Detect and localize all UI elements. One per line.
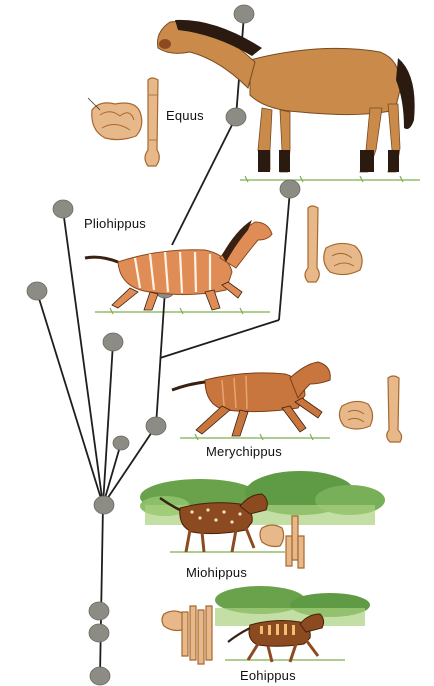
node-icon [226, 108, 246, 126]
pliohippus-tooth-icon [324, 243, 362, 274]
eohippus-bushes [215, 586, 370, 626]
merychippus-tooth-icon [339, 401, 372, 429]
equus-tooth-icon [88, 98, 142, 140]
equus-leg-bone-icon [145, 78, 159, 166]
node-icon [27, 282, 47, 300]
label-pliohippus: Pliohippus [84, 216, 146, 231]
node-icon [94, 496, 114, 514]
tree-branches [37, 15, 290, 676]
node-icon [146, 417, 166, 435]
merychippus-leg-bone-icon [387, 376, 402, 442]
merychippus-horse-icon [172, 362, 330, 436]
node-icon [234, 5, 254, 23]
node-icon [89, 602, 109, 620]
tree-nodes [27, 5, 300, 685]
label-miohippus: Miohippus [186, 565, 247, 580]
node-icon [280, 180, 300, 198]
node-icon [113, 436, 129, 450]
label-merychippus: Merychippus [206, 444, 282, 459]
miohippus-tooth-icon [260, 525, 284, 547]
label-eohippus: Eohippus [240, 668, 296, 683]
equus-horse-icon [158, 20, 415, 172]
node-icon [53, 200, 73, 218]
pliohippus-leg-bone-icon [305, 206, 319, 282]
label-equus: Equus [166, 108, 204, 123]
eohippus-leg-bone-icon [182, 606, 212, 664]
node-icon [103, 333, 123, 351]
node-icon [90, 667, 110, 685]
node-icon [89, 624, 109, 642]
